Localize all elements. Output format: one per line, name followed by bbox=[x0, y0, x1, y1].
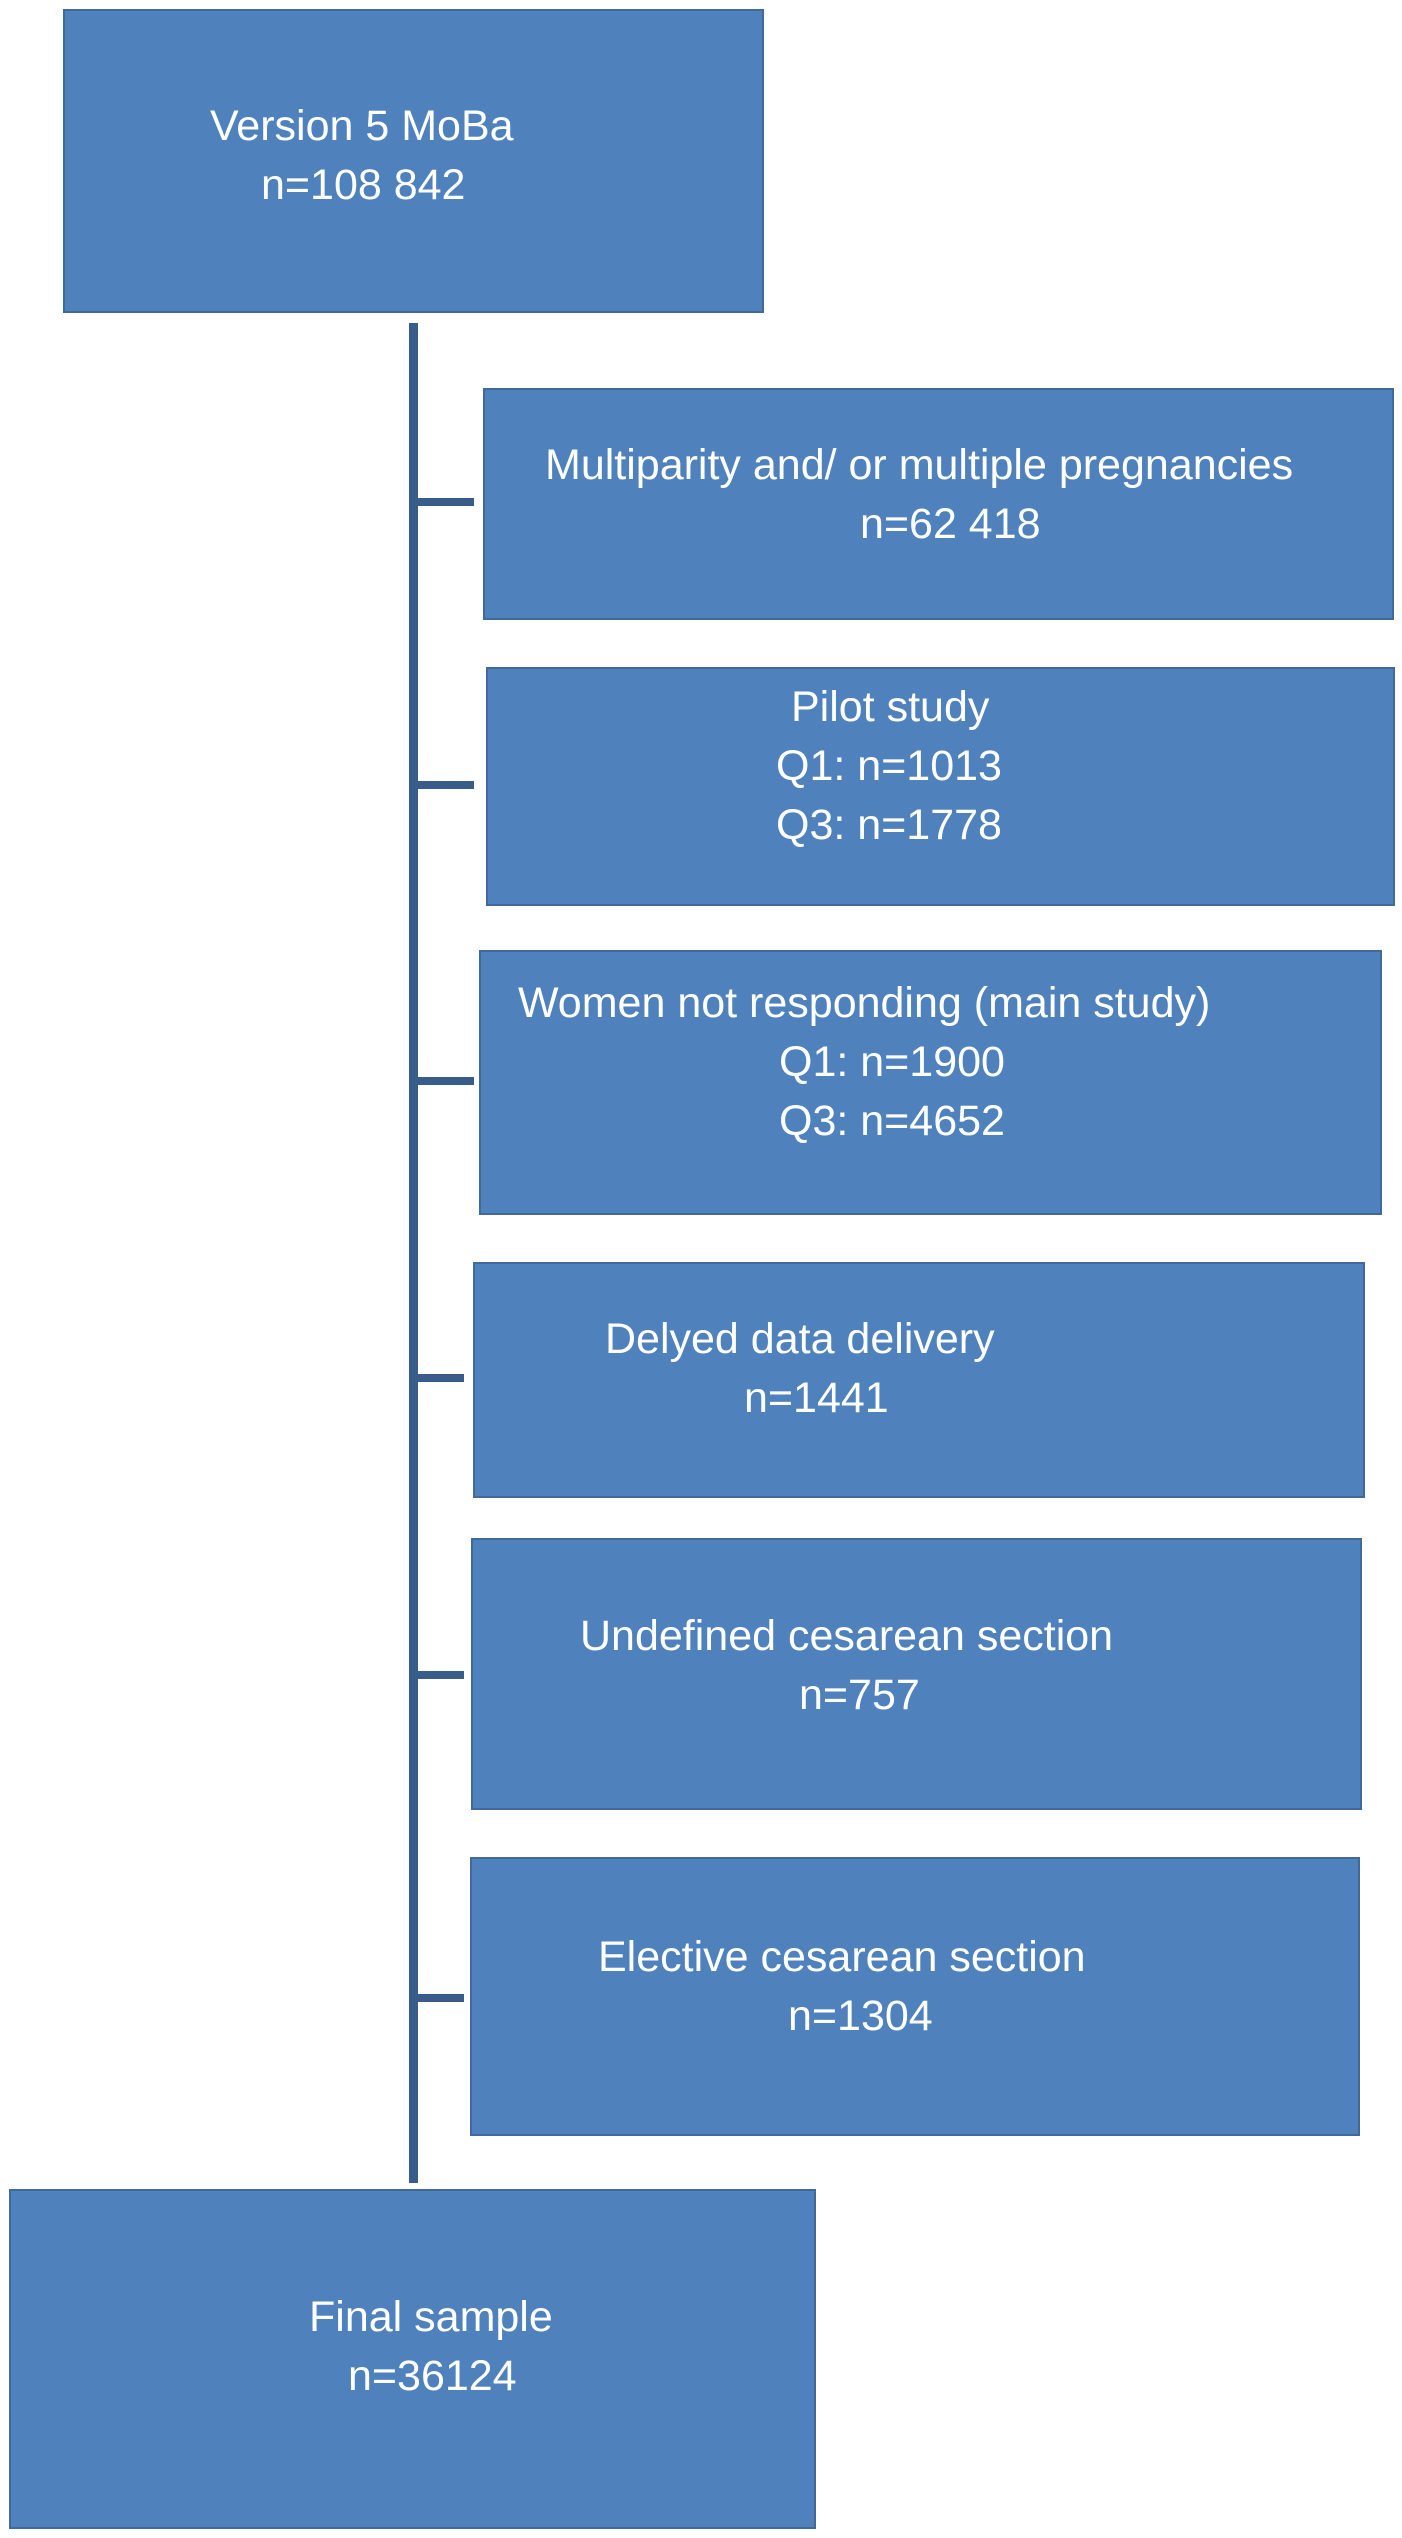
exclusion-label: Undefined cesarean section bbox=[580, 1612, 1114, 1660]
connector-tick bbox=[418, 1077, 474, 1085]
connector-tick bbox=[418, 1671, 464, 1679]
exclusion-label: Multiparity and/ or multiple pregnancies bbox=[545, 441, 1294, 489]
source-count: n=108 842 bbox=[261, 161, 466, 209]
exclusion-box: Delyed data delivery n=1441 bbox=[473, 1262, 1365, 1498]
exclusion-label: Pilot study bbox=[791, 683, 990, 731]
exclusion-label: Delyed data delivery bbox=[605, 1315, 995, 1363]
exclusion-box: Women not responding (main study) Q1: n=… bbox=[479, 950, 1382, 1215]
connector-tick bbox=[418, 1374, 464, 1382]
connector-tick bbox=[418, 781, 474, 789]
source-box: Version 5 MoBa n=108 842 bbox=[63, 9, 764, 313]
final-label: Final sample bbox=[309, 2293, 553, 2341]
exclusion-box: Undefined cesarean section n=757 bbox=[471, 1538, 1362, 1810]
exclusion-count-q3: Q3: n=1778 bbox=[776, 801, 1002, 849]
exclusion-count: n=1441 bbox=[744, 1374, 889, 1422]
exclusion-count-q1: Q1: n=1900 bbox=[779, 1038, 1005, 1086]
final-sample-box: Final sample n=36124 bbox=[9, 2189, 816, 2529]
exclusion-label: Elective cesarean section bbox=[598, 1933, 1086, 1981]
exclusion-count: n=757 bbox=[799, 1671, 920, 1719]
connector-tick bbox=[418, 1994, 464, 2002]
exclusion-count: n=1304 bbox=[788, 1992, 933, 2040]
exclusion-box: Pilot study Q1: n=1013 Q3: n=1778 bbox=[486, 667, 1395, 906]
connector-spine bbox=[409, 323, 418, 2183]
exclusion-box: Multiparity and/ or multiple pregnancies… bbox=[483, 388, 1394, 620]
exclusion-count: n=62 418 bbox=[860, 500, 1041, 548]
connector-tick bbox=[418, 498, 474, 506]
exclusion-count-q1: Q1: n=1013 bbox=[776, 742, 1002, 790]
exclusion-box: Elective cesarean section n=1304 bbox=[470, 1857, 1360, 2136]
source-label: Version 5 MoBa bbox=[210, 102, 514, 150]
final-count: n=36124 bbox=[348, 2352, 517, 2400]
exclusion-count-q3: Q3: n=4652 bbox=[779, 1097, 1005, 1145]
exclusion-label: Women not responding (main study) bbox=[518, 979, 1211, 1027]
